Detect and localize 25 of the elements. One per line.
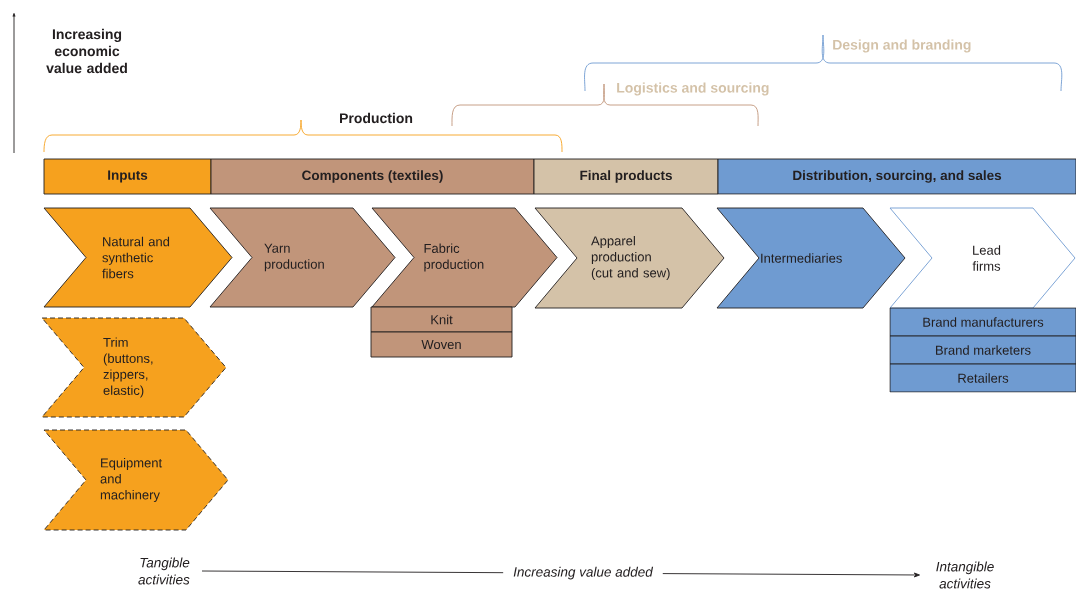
axis-label: Tangible activities xyxy=(138,557,190,585)
process-step: Apparel production (cut and sew) xyxy=(534,207,725,309)
heading-label: Production xyxy=(340,112,413,124)
stage-band: Final products xyxy=(533,158,719,195)
heading-label: Increasing economic value added xyxy=(46,28,127,74)
process-step: Yarn production xyxy=(209,207,396,308)
heading-label: Logistics and sourcing xyxy=(617,82,769,96)
edge-label: Increasing value added xyxy=(503,563,663,583)
heading-label: Design and branding xyxy=(833,39,971,53)
process-step: Trim (buttons, zippers, elastic) xyxy=(41,317,227,418)
category-box: Knit xyxy=(370,306,513,333)
process-step: Lead firms xyxy=(889,207,1076,309)
process-step: Natural and synthetic fibers xyxy=(43,207,233,308)
process-step: Intermediaries xyxy=(716,207,906,309)
category-box: Brand manufacturers xyxy=(889,307,1076,337)
category-box: Brand marketers xyxy=(889,335,1076,365)
stage-band: Distribution, sourcing, and sales xyxy=(717,158,1076,195)
node-label: Brand marketers xyxy=(936,345,1031,355)
node-label: Brand manufacturers xyxy=(923,317,1044,327)
category-box: Retailers xyxy=(889,363,1076,393)
stage-band: Components (textiles) xyxy=(210,158,535,195)
category-box: Woven xyxy=(370,331,513,358)
axis-label: Intangible activities xyxy=(936,561,994,589)
stage-band: Inputs xyxy=(43,158,212,195)
process-step: Equipment and machinery xyxy=(43,429,229,531)
